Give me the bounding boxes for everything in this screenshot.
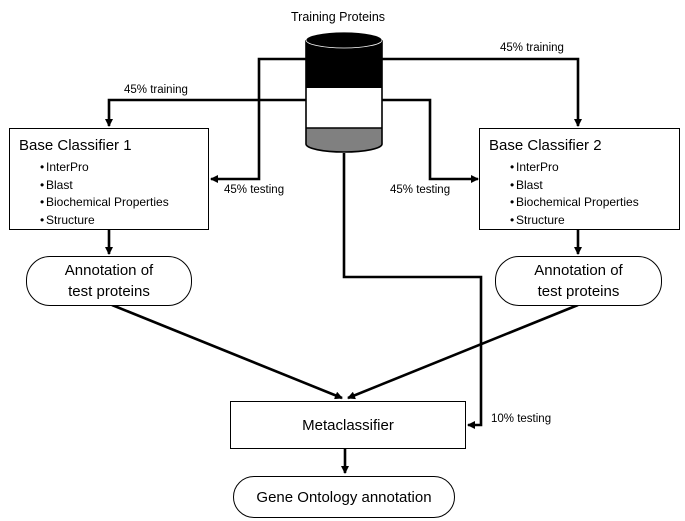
feature-item: •Blast [510,177,543,192]
annotation-2-line1: Annotation of [534,262,623,279]
metaclassifier-label: Metaclassifier [302,416,394,434]
annotation-1-line1: Annotation of [64,262,154,279]
annotation-2-line2: test proteins [537,283,620,300]
right-testing-label: 45% testing [390,184,451,196]
arrow-annotation1-meta [111,303,343,400]
feature-item: •InterPro [510,160,559,174]
base-classifier-2-box: Base Classifier 2 •InterPro •Blast •Bioc… [479,128,680,230]
source-label: Training Proteins [291,10,386,24]
base-classifier-1-title: Base Classifier 1 [19,137,132,154]
arrow-training-right [382,57,582,127]
arrow-training-left [105,98,306,127]
feature-item: •Structure [40,212,95,227]
arrow-annotation2-meta [347,303,579,400]
annotation-1-line2: test proteins [68,283,150,300]
feature-item: •InterPro [40,160,89,174]
feature-item: •Biochemical Properties [40,195,169,209]
base-classifier-1-box: Base Classifier 1 •InterPro •Blast •Bioc… [9,128,209,230]
right-training-label: 45% training [500,42,564,54]
metaclassifier-box: Metaclassifier [230,401,466,449]
output-label: Gene Ontology annotation [256,488,432,506]
feature-item: •Structure [510,212,565,227]
base-classifier-1-features: •InterPro •Blast •Biochemical Properties… [40,159,169,229]
base-classifier-2-title: Base Classifier 2 [489,137,602,154]
annotation-1-node: Annotation of test proteins [26,256,192,306]
annotation-2-node: Annotation of test proteins [495,256,662,306]
arrow-testing-right [382,98,479,183]
base-classifier-2-features: •InterPro •Blast •Biochemical Properties… [510,159,639,229]
arrow-testing-meta [342,153,483,429]
arrow-testing-left [210,57,306,183]
feature-item: •Biochemical Properties [510,195,639,209]
meta-testing-label: 10% testing [491,413,552,425]
feature-item: •Blast [40,177,73,192]
left-training-label: 45% training [124,84,188,96]
output-node: Gene Ontology annotation [233,476,455,518]
left-testing-label: 45% testing [224,184,285,196]
training-proteins-database-icon [305,31,383,153]
